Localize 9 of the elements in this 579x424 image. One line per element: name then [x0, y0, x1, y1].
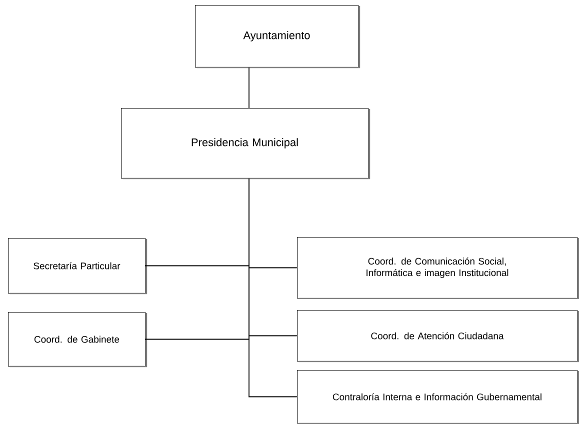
- org-box: Presidencia Municipal: [121, 108, 370, 180]
- org-box: Coord. de Comunicación Social, Informática e imagen Institucional: [297, 237, 579, 300]
- org-box: Ayuntamiento: [195, 5, 360, 68]
- connector-line: [248, 67, 250, 108]
- org-box: Coord. de Gabinete: [8, 312, 148, 368]
- org-box: Secretaría Particular: [8, 238, 148, 294]
- connector-line: [248, 178, 298, 398]
- org-box: Coord. de Atención Ciudadana: [297, 310, 579, 362]
- org-box: Contraloría Interna e Información Gubernamental: [297, 370, 579, 424]
